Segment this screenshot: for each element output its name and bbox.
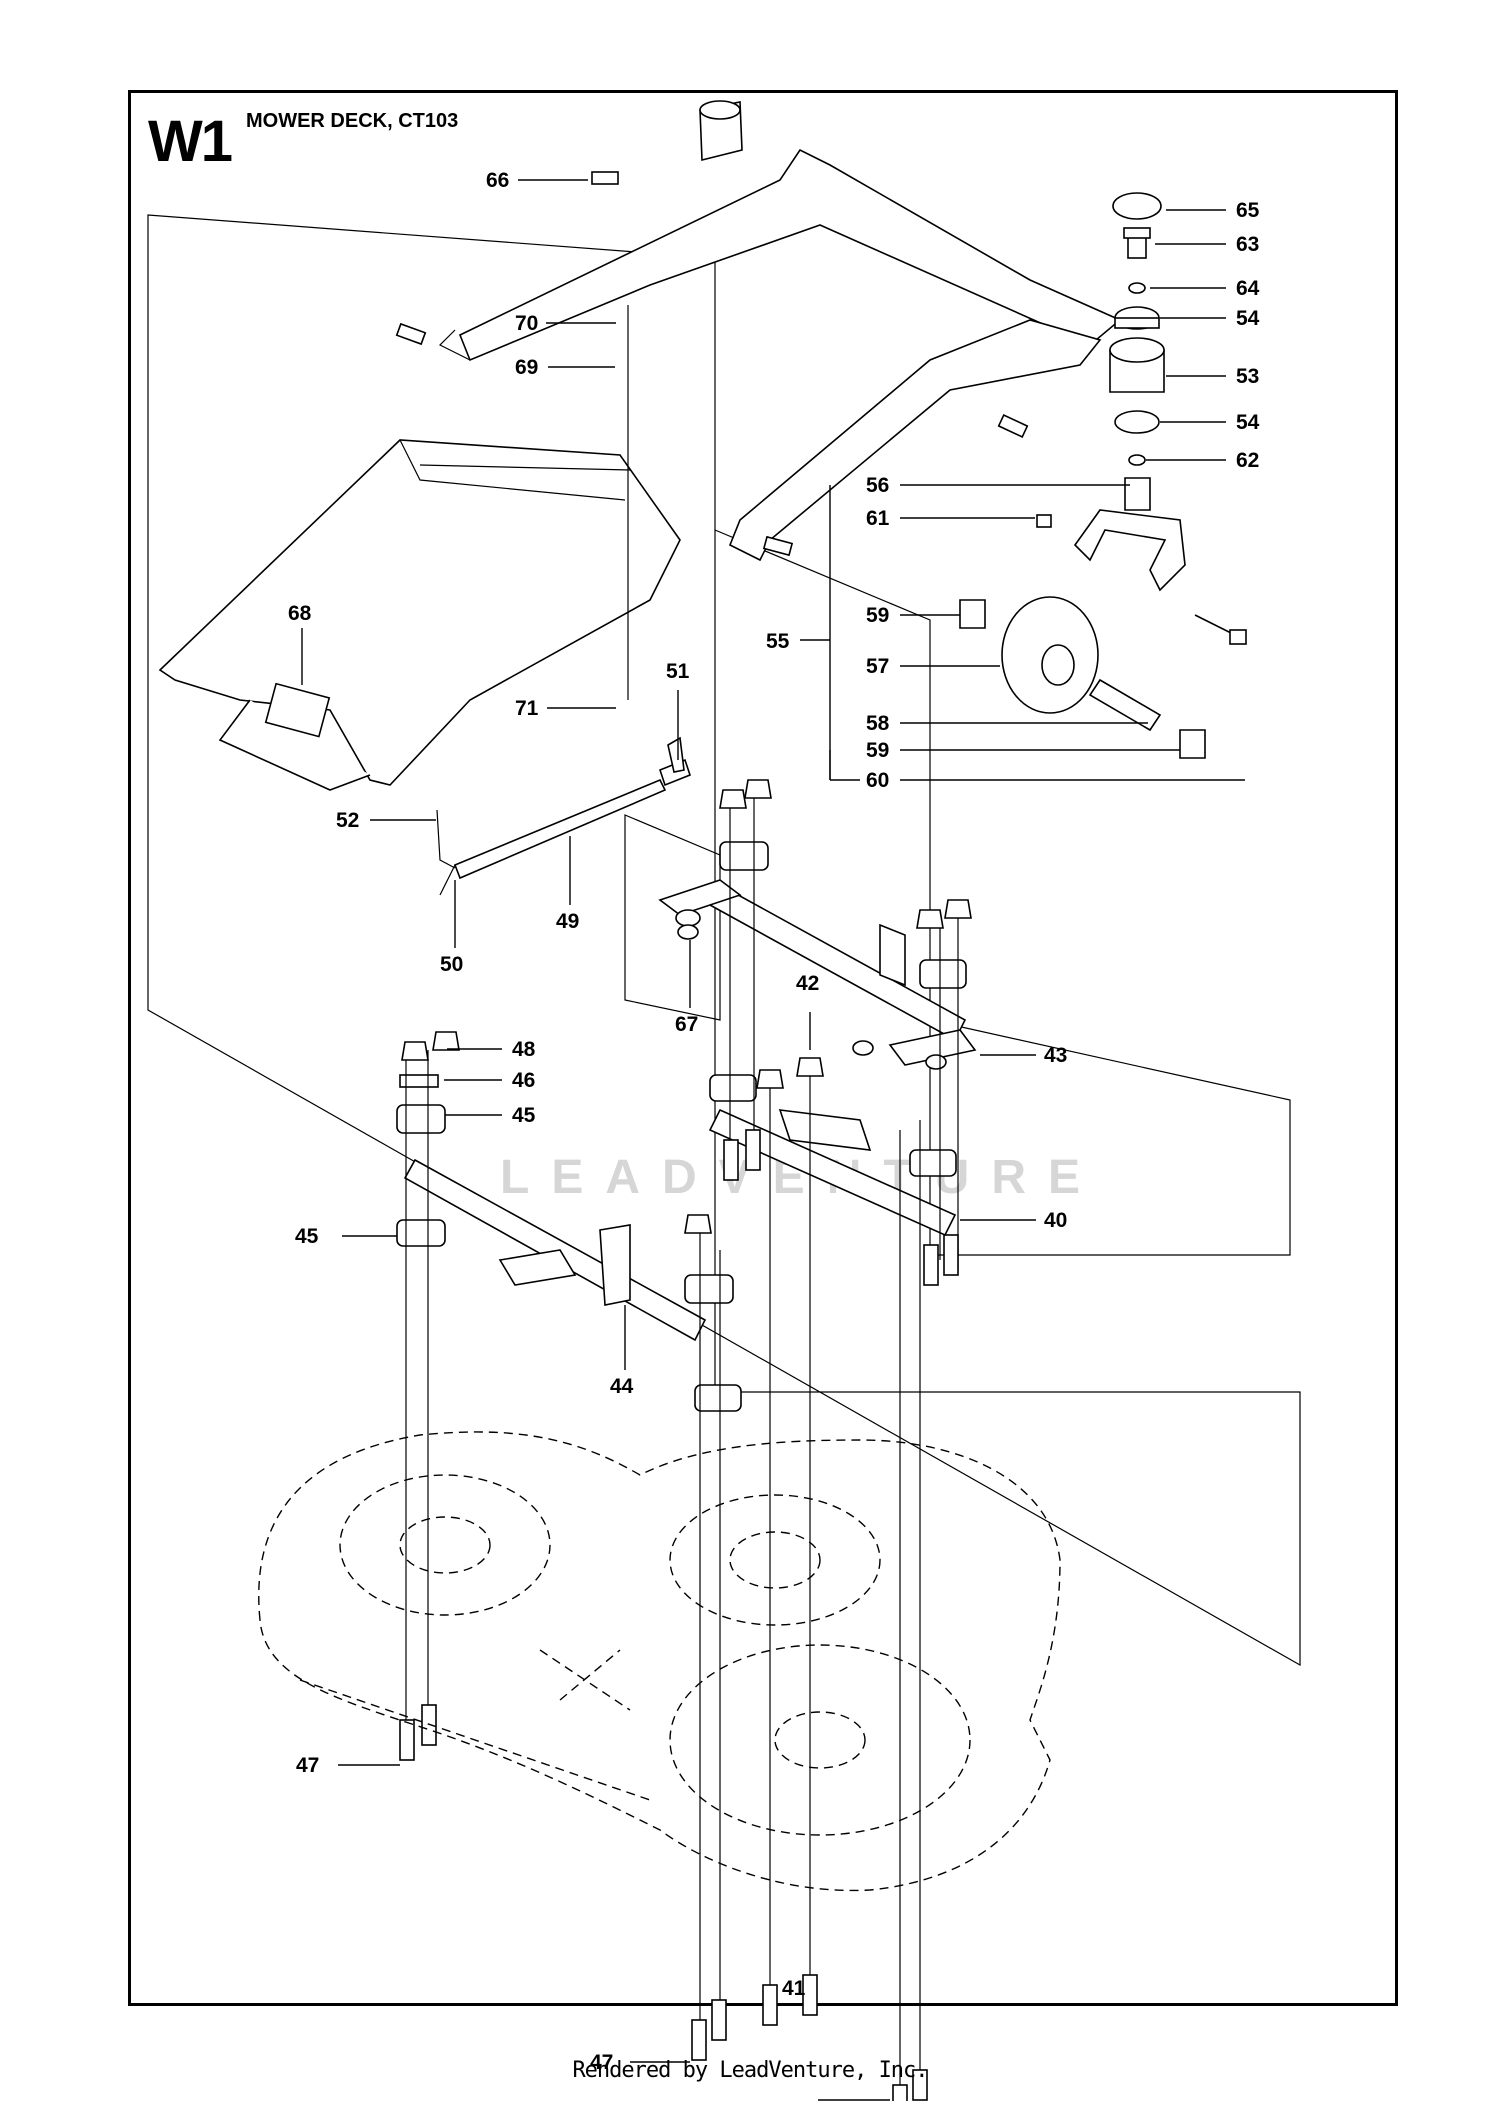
callout-44: 44 [610, 1375, 634, 1398]
pivot-stack [1109, 192, 1165, 466]
callout-47-left: 47 [296, 1754, 319, 1777]
callout-62: 62 [1236, 449, 1259, 472]
support-bar [708, 1108, 957, 1237]
callout-61: 61 [866, 507, 890, 530]
callout-54-lower: 54 [1236, 411, 1260, 434]
callout-49: 49 [556, 910, 579, 933]
callout-52: 52 [336, 809, 359, 832]
footer-credit: Rendered by LeadVenture, Inc. [572, 2058, 928, 2083]
callout-70: 70 [515, 312, 538, 335]
callout-59-upper: 59 [866, 604, 889, 627]
leader-lines [301, 179, 1245, 2101]
guide-lines [405, 305, 959, 2090]
callout-64: 64 [1236, 277, 1260, 300]
lift-arm-upper [395, 100, 1122, 362]
deck-frame [158, 439, 681, 791]
diagram-title: MOWER DECK, CT103 [246, 110, 459, 132]
callout-46: 46 [512, 1069, 535, 1092]
callout-57: 57 [866, 655, 889, 678]
callout-71: 71 [515, 697, 539, 720]
rear-shaft [658, 879, 977, 1070]
diagram-code: W1 [148, 109, 233, 174]
callout-47-bottom: 47 [590, 2051, 613, 2074]
callout-48: 48 [512, 1038, 536, 1061]
height-linkage [436, 736, 691, 896]
callout-59-lower: 59 [866, 739, 889, 762]
callout-55: 55 [766, 630, 790, 653]
plane-center [624, 814, 721, 1021]
plane-right [714, 529, 1291, 1256]
bolts [399, 1129, 959, 2101]
callout-66: 66 [486, 169, 509, 192]
brackets [396, 779, 972, 1412]
callout-58: 58 [866, 712, 890, 735]
front-shaft [403, 1158, 707, 1342]
caster-wheel-assembly [959, 477, 1247, 759]
callout-45-upper: 45 [512, 1104, 536, 1127]
callout-51: 51 [666, 660, 690, 683]
callout-63: 63 [1236, 233, 1259, 256]
callout-65: 65 [1236, 199, 1260, 222]
callout-42: 42 [796, 972, 819, 995]
callout-60: 60 [866, 769, 889, 792]
lift-arm-lower [728, 319, 1102, 562]
callout-50: 50 [440, 953, 463, 976]
callouts: 66 65 63 64 54 70 69 53 54 62 56 61 68 5… [288, 169, 1260, 2074]
callout-67: 67 [675, 1013, 698, 1036]
callout-40: 40 [1044, 1209, 1067, 1232]
callout-69: 69 [515, 356, 538, 379]
callout-43: 43 [1044, 1044, 1067, 1067]
callout-41: 41 [782, 1977, 806, 2000]
deck-housing [258, 1431, 1061, 1892]
callout-54-upper: 54 [1236, 307, 1260, 330]
callout-45-lower: 45 [295, 1225, 319, 1248]
callout-56: 56 [866, 474, 889, 497]
callout-68: 68 [288, 602, 312, 625]
callout-53: 53 [1236, 365, 1259, 388]
